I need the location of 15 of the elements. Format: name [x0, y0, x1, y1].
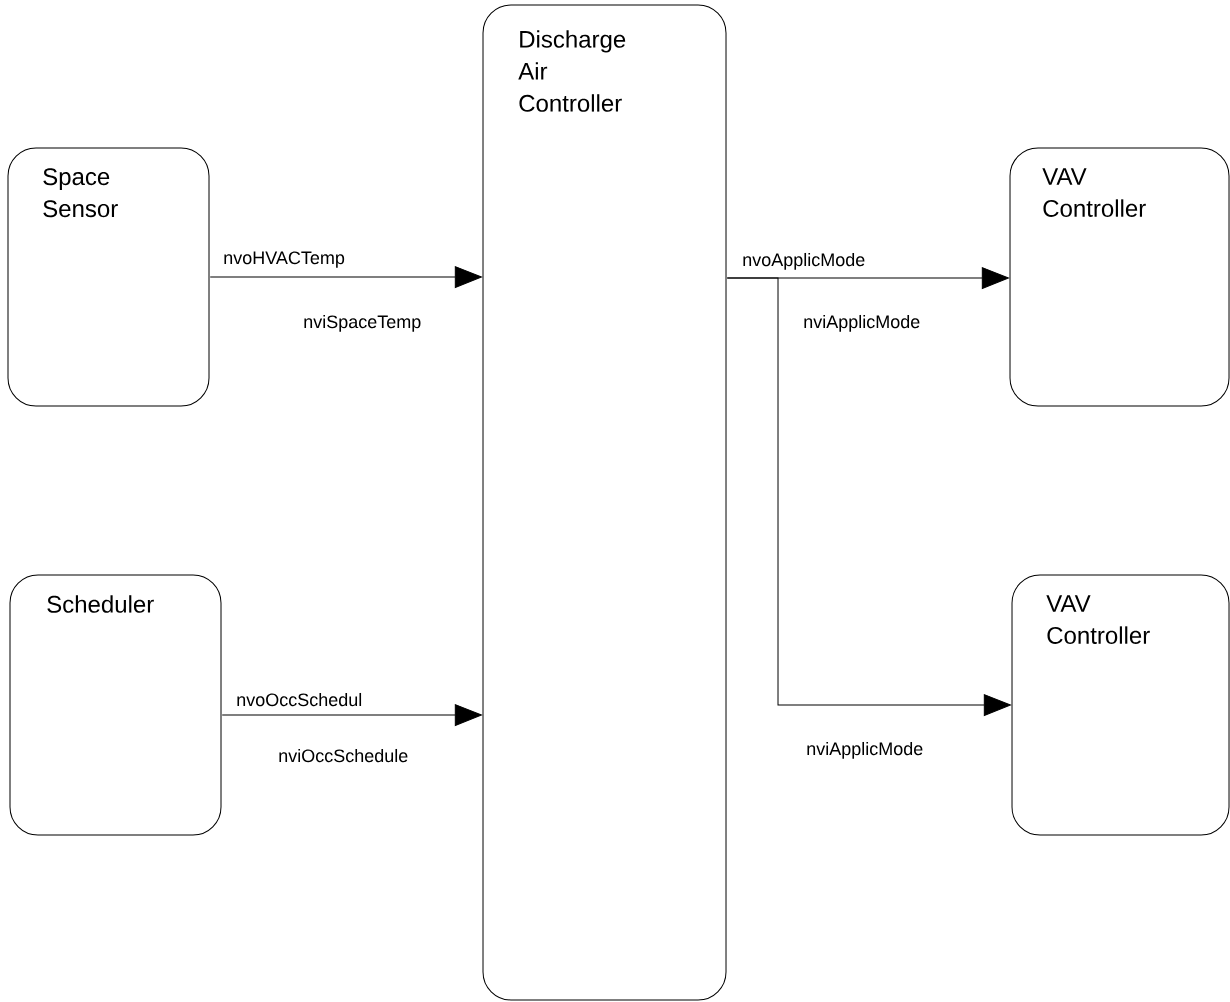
edge-label: nviApplicMode: [807, 741, 923, 759]
port-label: nviOccSchedule: [279, 748, 408, 763]
controller-box: Scheduler: [9, 574, 222, 836]
edge-label: nvoOccSchedul: [237, 692, 362, 707]
edge-label: nvoHVACTemp: [224, 251, 345, 268]
edge-label: nvoApplicMode: [743, 252, 865, 270]
controller-box: VAV Controller: [1009, 147, 1230, 407]
controller-box: VAV Controller: [1011, 574, 1230, 836]
controller-box: Discharge Air Controller: [482, 4, 727, 1001]
arrow: [221, 704, 482, 726]
arrow: [726, 277, 1011, 716]
port-label: nviApplicMode: [804, 314, 920, 332]
arrow: [209, 266, 482, 288]
controller-box: Space Sensor: [7, 147, 210, 407]
port-label: nviSpaceTemp: [304, 314, 421, 332]
